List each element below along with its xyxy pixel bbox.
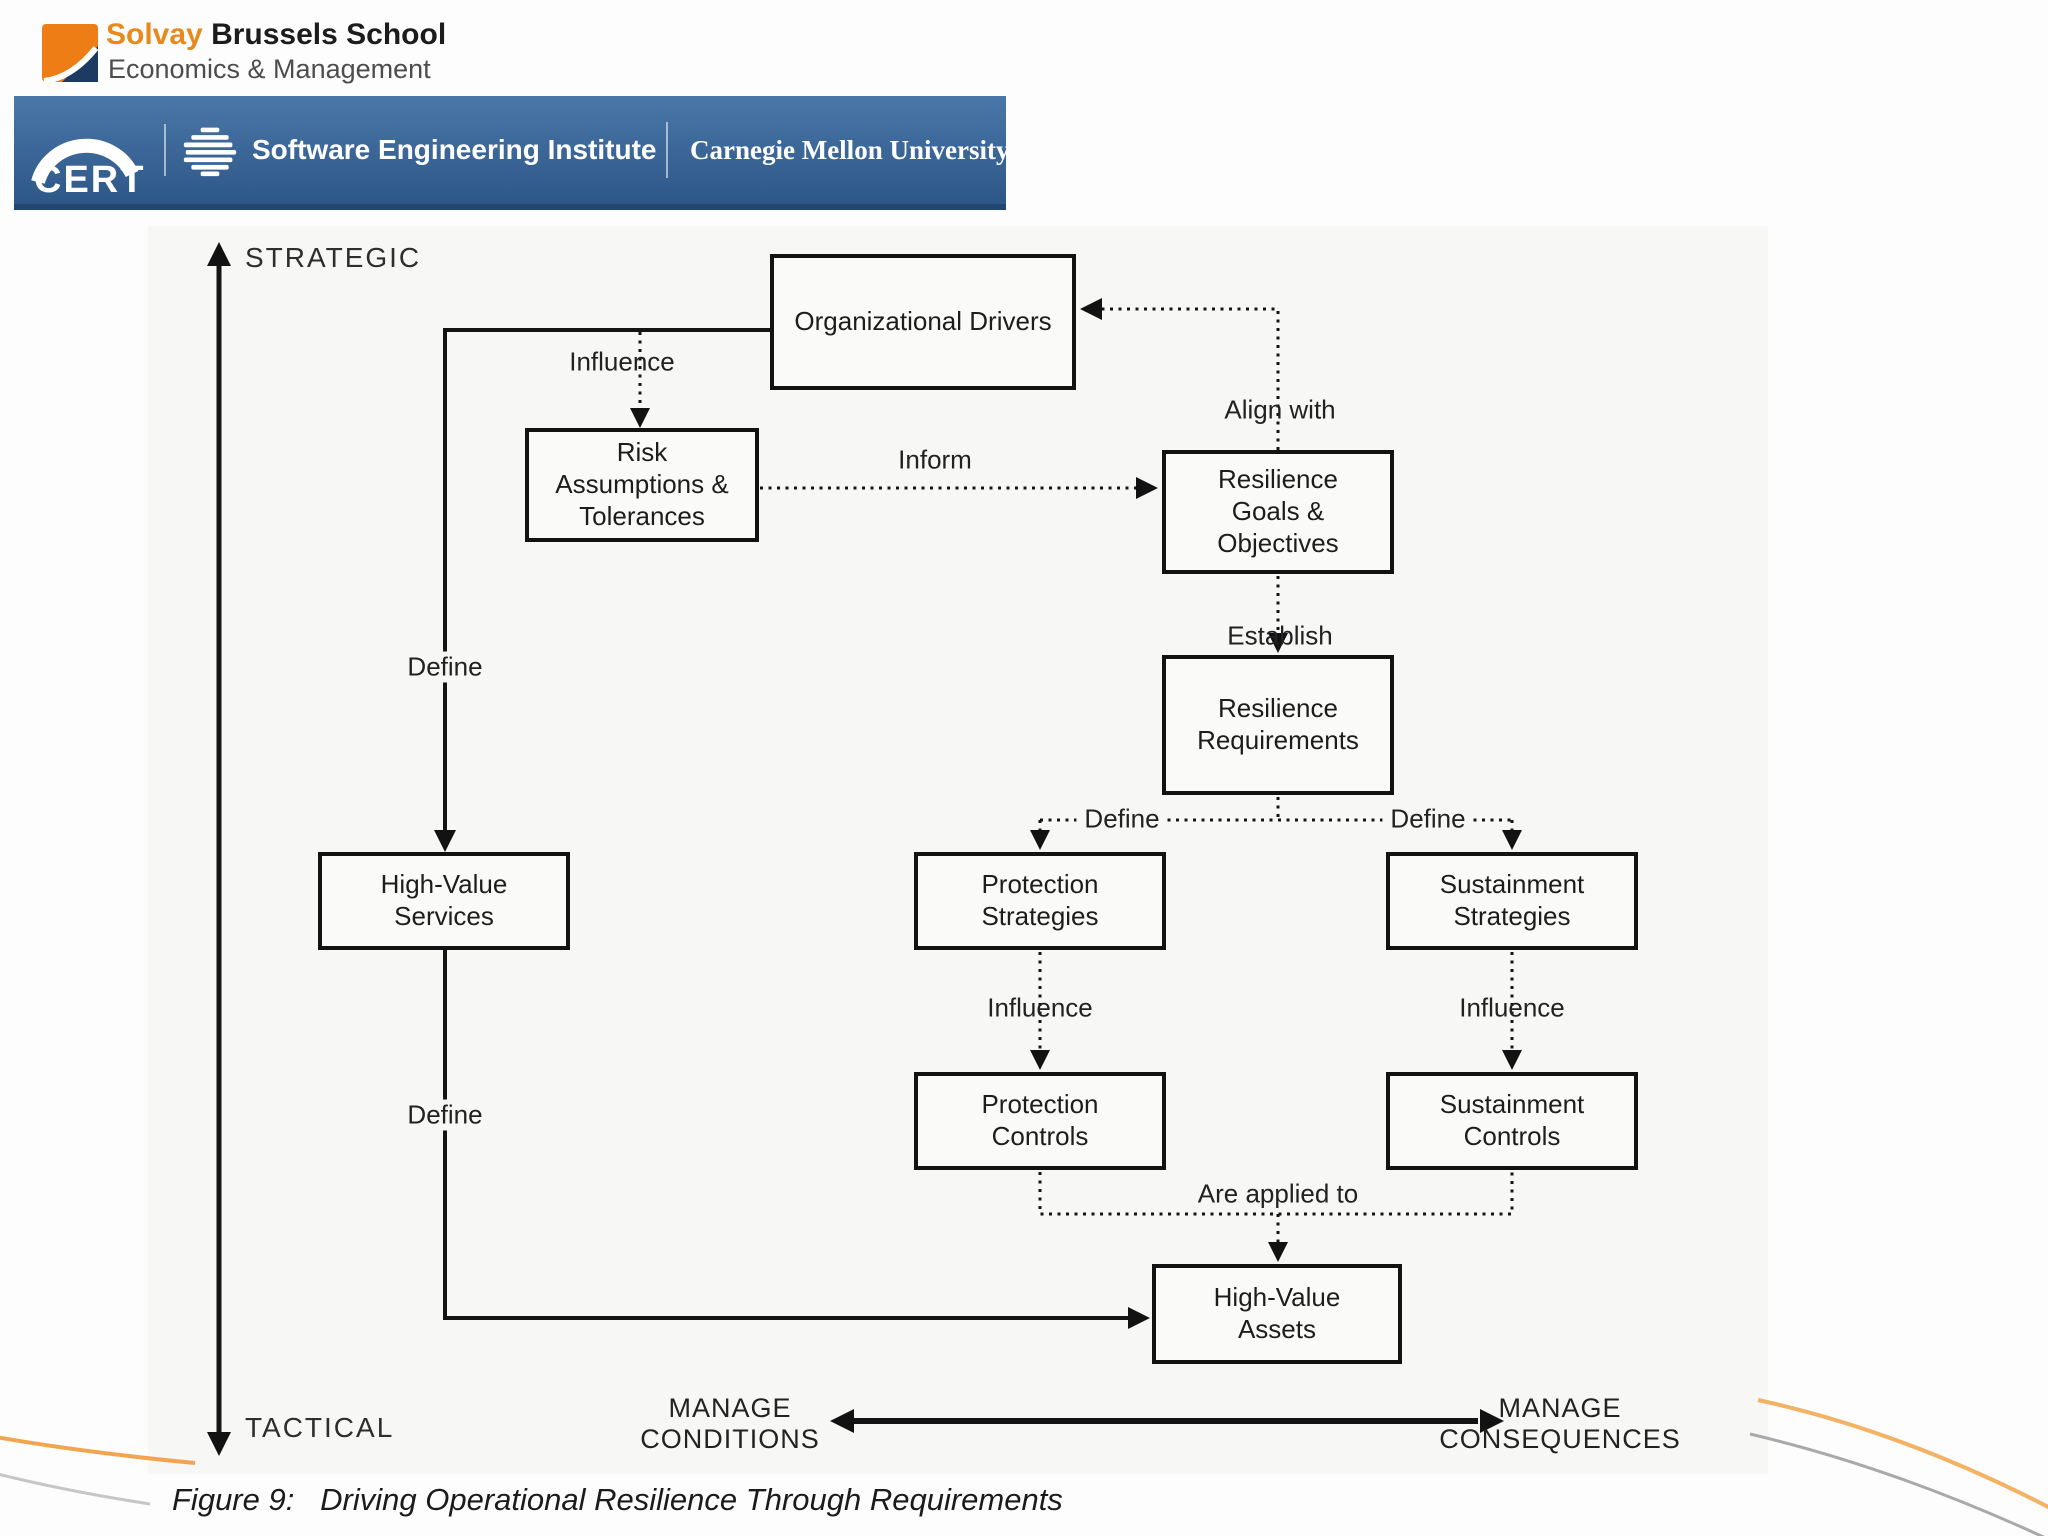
edge-label-define-services: Define: [399, 651, 491, 683]
sei-globe-icon: [183, 127, 237, 177]
define-assets-line: [443, 950, 1132, 1320]
services-arrowhead: [434, 830, 456, 852]
solvay-logo-icon: [42, 24, 99, 84]
diagram-panel: [148, 226, 1768, 1474]
decorative-swooshes: [0, 1398, 2048, 1536]
solvay-wordmark: Solvay Brussels School: [106, 18, 446, 52]
influence-sustainment-arrowhead: [1502, 1050, 1522, 1070]
solvay-subtitle: Economics & Management: [108, 54, 431, 84]
sei-label: Software Engineering Institute: [252, 134, 657, 165]
edge-label-define-sustainment: Define: [1382, 803, 1474, 835]
cert-label: CERT: [34, 159, 145, 198]
right-gray-swoosh: [1749, 1432, 2045, 1536]
assets-arrowhead: [1128, 1307, 1150, 1329]
edge-label-are-applied-to: Are applied to: [1197, 1178, 1359, 1209]
influence-drivers-arrowhead: [630, 408, 650, 428]
figure-caption: Figure 9: Driving Operational Resilience…: [172, 1482, 1063, 1517]
edge-label-influence-protection: Influence: [987, 992, 1093, 1023]
edge-label-define-assets: Define: [399, 1099, 491, 1131]
box-protection-controls: Protection Controls: [914, 1072, 1166, 1170]
manage-left-arrowhead: [830, 1409, 854, 1433]
edge-label-influence-drivers: Influence: [569, 346, 675, 377]
define-services-line: [443, 328, 772, 846]
establish-arrowhead: [1268, 633, 1288, 653]
define-protection-arrowhead: [1030, 830, 1050, 850]
manage-right-arrowhead: [1480, 1409, 1504, 1433]
solvay-brand-primary: Solvay: [106, 18, 203, 51]
cert-sei-banner: CERT Software Engineering Institute Carn…: [14, 96, 1010, 210]
manage-conditions-label: MANAGE CONDITIONS: [640, 1393, 820, 1454]
box-risk-assumptions: Risk Assumptions & Tolerances: [525, 428, 759, 542]
edge-label-define-protection: Define: [1076, 803, 1168, 835]
banner-divider: [164, 124, 166, 176]
edge-label-inform: Inform: [898, 444, 972, 475]
influence-protection-arrowhead: [1030, 1050, 1050, 1070]
tactical-label: TACTICAL: [245, 1412, 395, 1443]
define-sustainment-arrowhead: [1502, 830, 1522, 850]
align-with-line: [1086, 307, 1280, 450]
strategic-label: STRATEGIC: [245, 242, 422, 273]
box-sustainment-controls: Sustainment Controls: [1386, 1072, 1638, 1170]
cert-logo: CERT: [31, 138, 145, 198]
define-split-line: [1038, 797, 1514, 834]
right-orange-swoosh: [1757, 1398, 2048, 1510]
inform-arrowhead: [1136, 477, 1158, 499]
edge-label-align-with: Align with: [1224, 394, 1336, 425]
left-gray-swoosh: [0, 1472, 151, 1506]
box-resilience-requirements: Resilience Requirements: [1162, 655, 1394, 795]
box-organizational-drivers: Organizational Drivers: [770, 254, 1076, 390]
manage-consequences-label: MANAGE CONSEQUENCES: [1439, 1393, 1681, 1454]
box-sustainment-strategies: Sustainment Strategies: [1386, 852, 1638, 950]
are-applied-to-line: [1038, 1172, 1514, 1246]
box-protection-strategies: Protection Strategies: [914, 852, 1166, 950]
cmu-label: Carnegie Mellon University: [690, 134, 1010, 165]
influence-controls-lines: [1038, 952, 1514, 1052]
box-high-value-services: High-Value Services: [318, 852, 570, 950]
axis-up-arrowhead: [207, 242, 231, 266]
edge-label-influence-sustainment: Influence: [1459, 992, 1565, 1023]
box-high-value-assets: High-Value Assets: [1152, 1264, 1402, 1364]
solvay-brand-secondary: Brussels School: [202, 18, 447, 51]
are-applied-to-arrowhead: [1268, 1242, 1288, 1262]
axis-down-arrowhead: [207, 1432, 231, 1456]
box-resilience-goals: Resilience Goals & Objectives: [1162, 450, 1394, 574]
edge-label-establish: Establish: [1227, 620, 1333, 651]
align-with-arrowhead: [1080, 298, 1102, 320]
left-orange-swoosh: [0, 1435, 196, 1465]
banner-divider-2: [666, 122, 668, 178]
